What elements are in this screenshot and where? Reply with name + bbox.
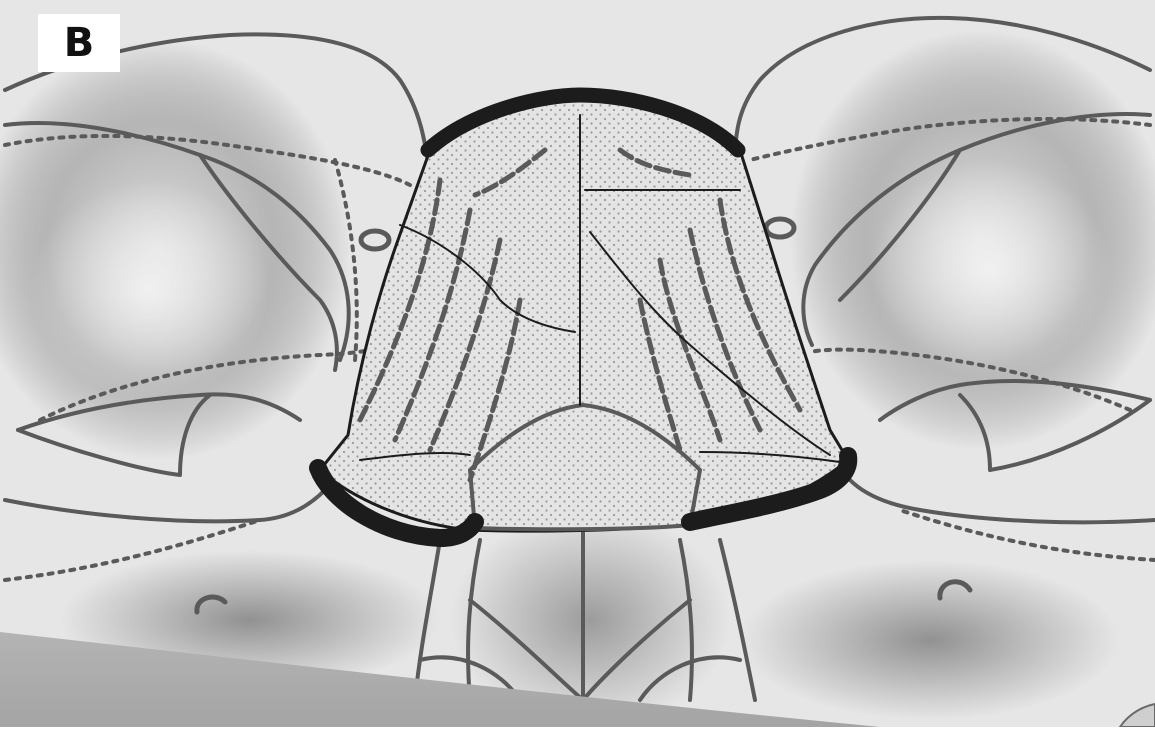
panel-label: B [38,14,120,72]
